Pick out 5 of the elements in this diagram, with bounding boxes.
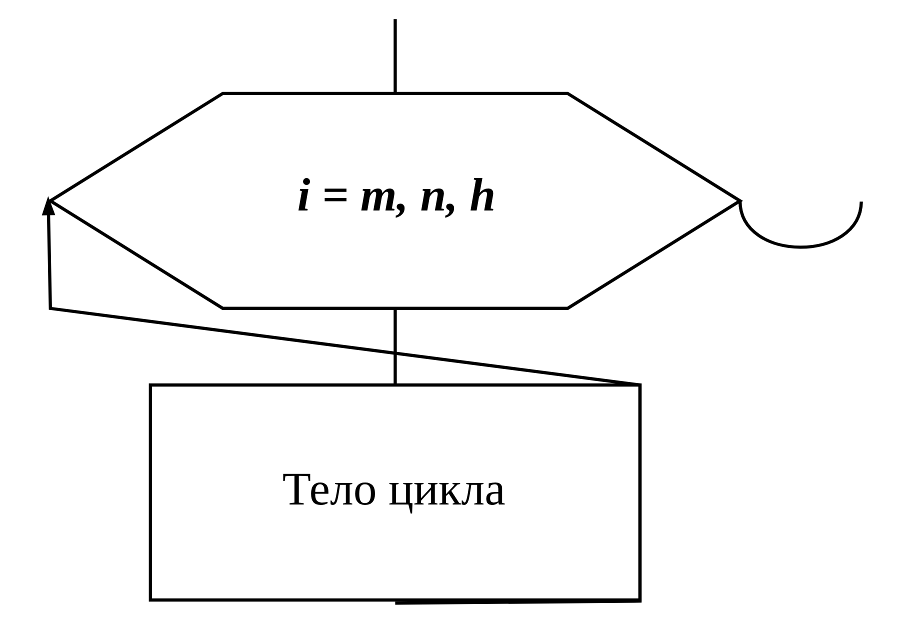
arrow <box>41 196 642 605</box>
connector <box>393 308 396 386</box>
connector <box>738 200 862 249</box>
connector <box>393 19 396 94</box>
node-box: Тело цикла <box>148 383 642 602</box>
